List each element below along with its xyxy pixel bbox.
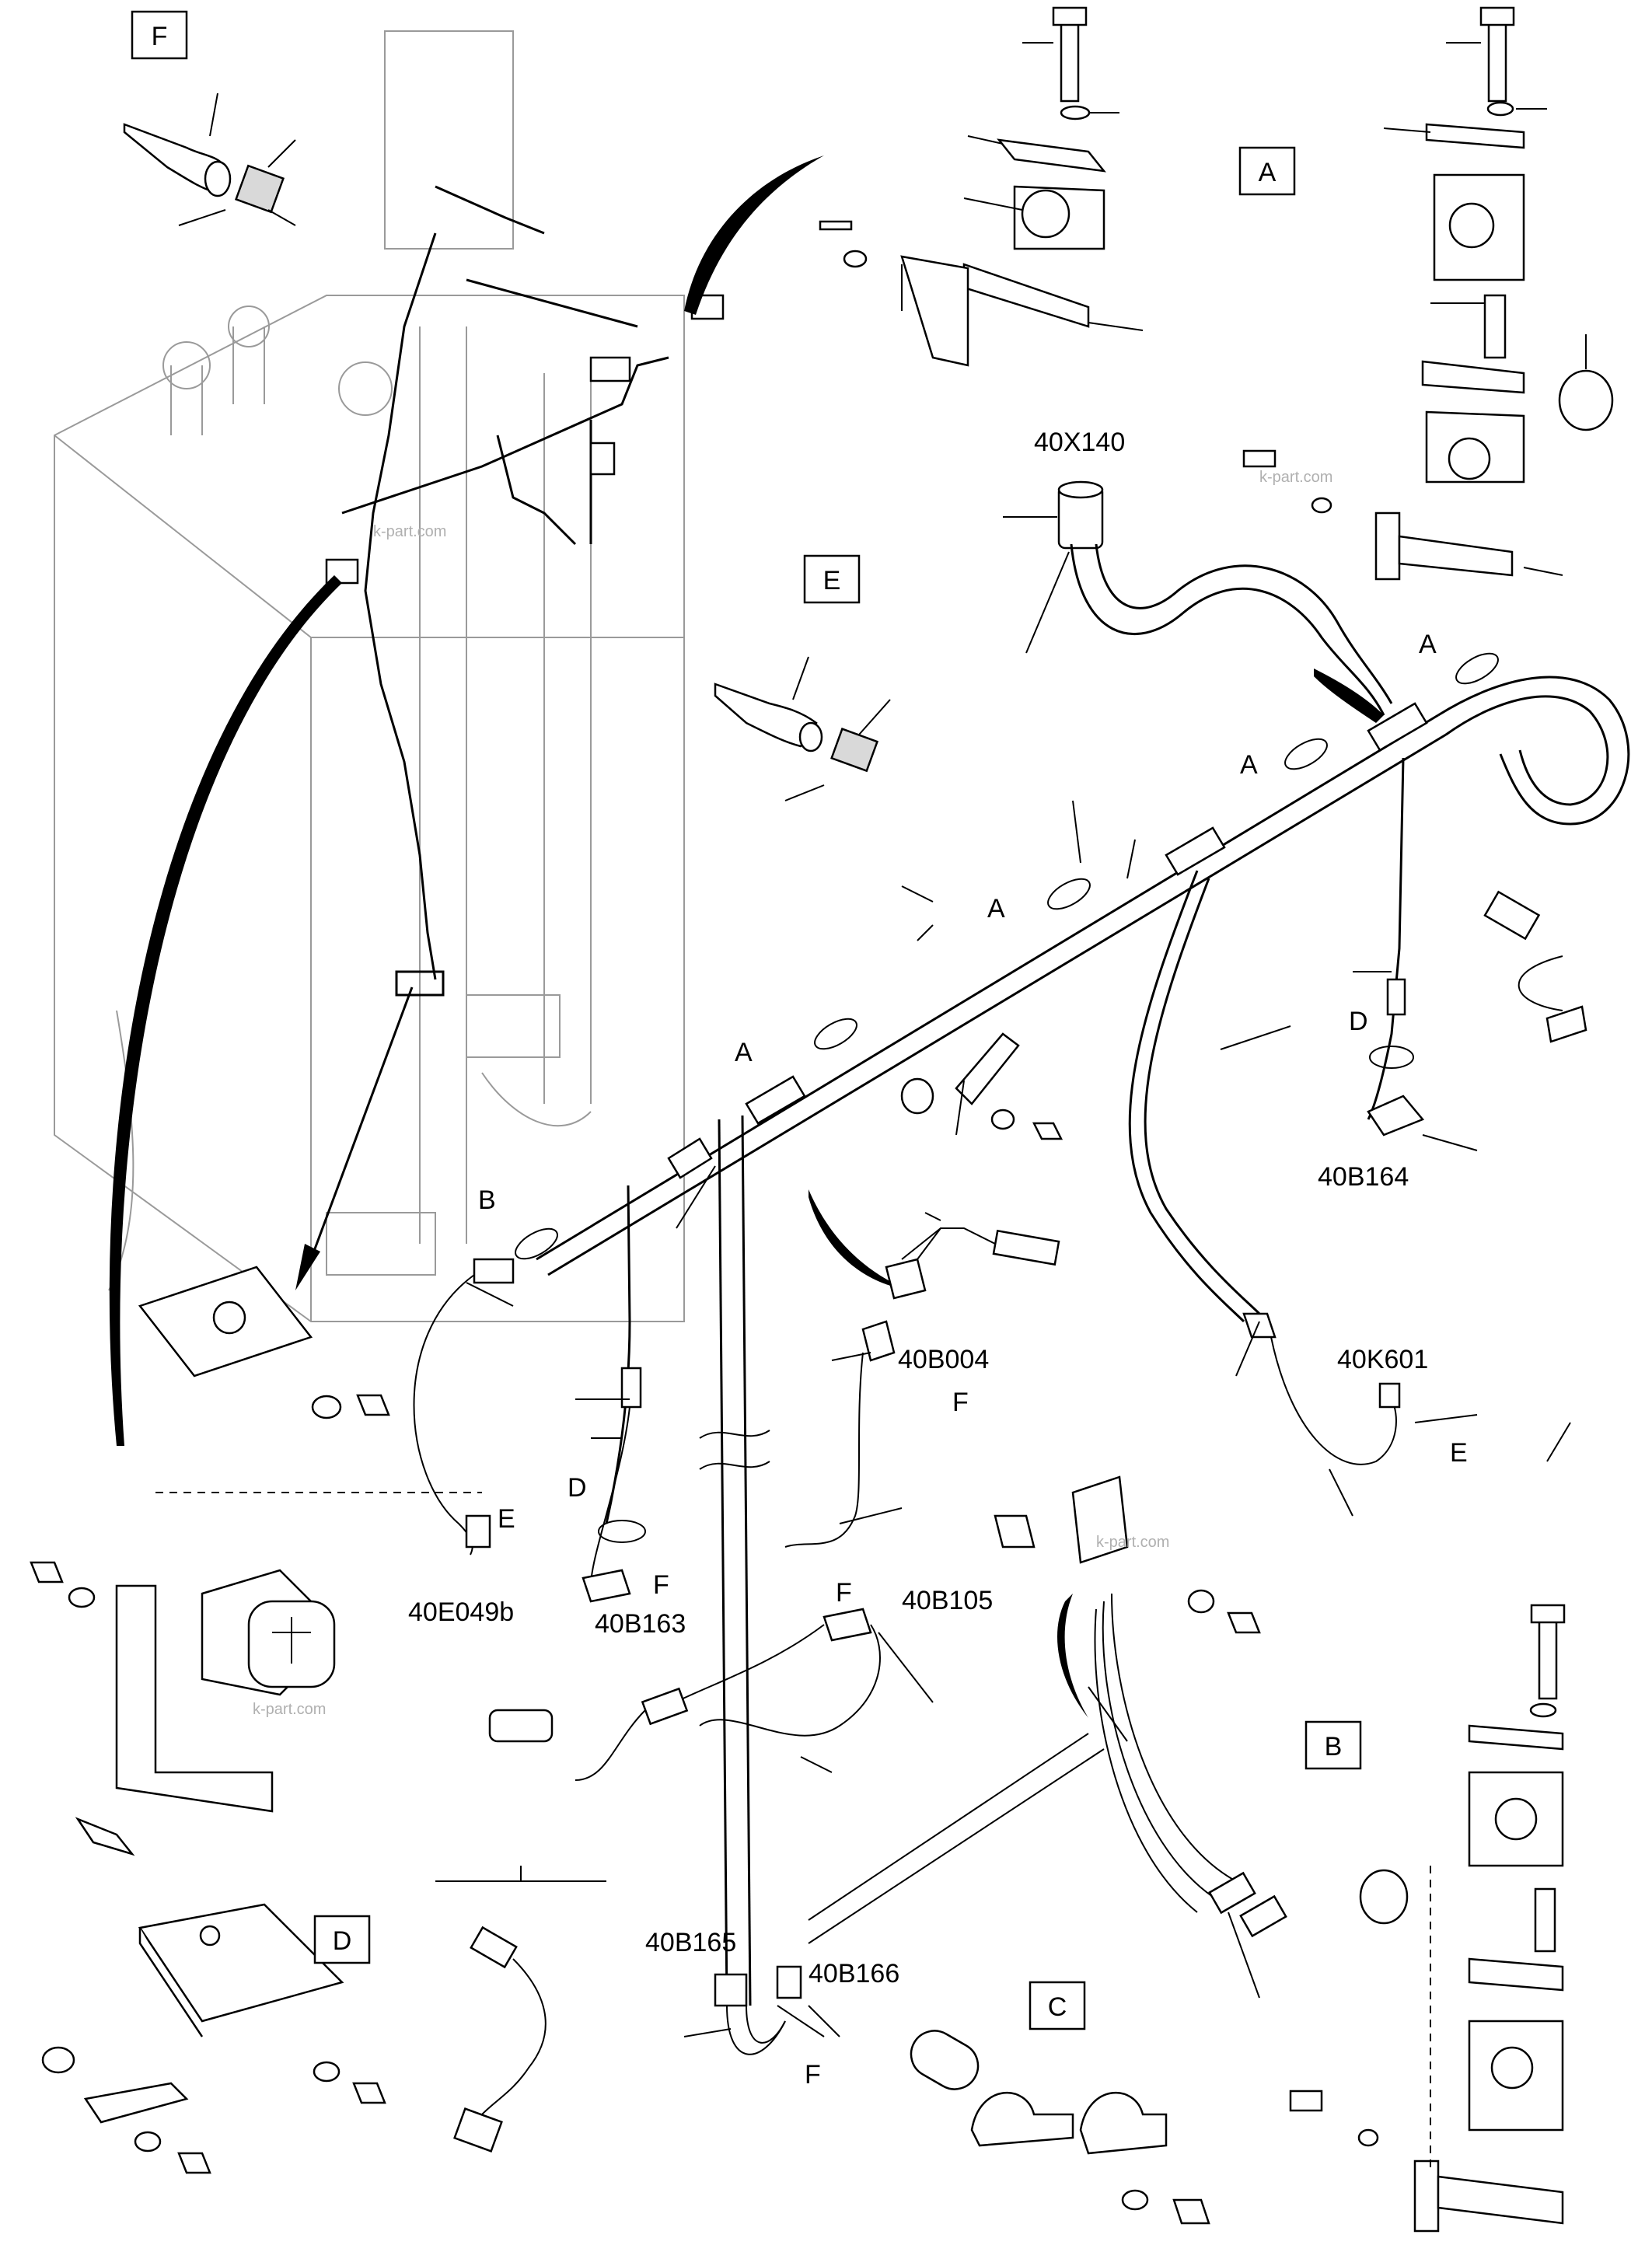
callout-e-2: E	[498, 1504, 515, 1534]
callout-d-1: D	[1349, 1007, 1368, 1036]
callout-a-2: A	[1240, 750, 1258, 780]
temperature-sensor	[435, 1866, 606, 2153]
callout-e-1: E	[1450, 1438, 1468, 1468]
watermark-2: k-part.com	[373, 523, 446, 540]
callout-a-4: A	[735, 1038, 753, 1067]
callout-a-1: A	[1419, 630, 1437, 659]
detail-box-c: C	[1029, 1981, 1086, 2030]
watermark-1: k-part.com	[1259, 469, 1332, 486]
callout-b-1: B	[478, 1185, 496, 1215]
detail-box-f: F	[131, 10, 188, 60]
callout-f-3: F	[836, 1578, 852, 1608]
detail-c-clips	[910, 2030, 1210, 2225]
callout-d-2: D	[568, 1473, 587, 1503]
detail-box-a: A	[1238, 146, 1296, 196]
detail-letter-f: F	[152, 22, 168, 51]
callout-f-1: F	[952, 1388, 969, 1417]
detail-box-b: B	[1304, 1720, 1362, 1770]
main-harness	[413, 652, 1630, 2055]
work-lamp	[115, 1492, 482, 1813]
label-40b164: 40B164	[1318, 1162, 1409, 1192]
mounting-hardware	[808, 1032, 1287, 1944]
label-40b163: 40B163	[595, 1609, 686, 1639]
light-bracket	[30, 1266, 390, 1608]
pointer-arrows	[109, 155, 1384, 1718]
watermark-3: k-part.com	[1096, 1534, 1169, 1551]
watermark-4: k-part.com	[253, 1701, 326, 1718]
clamp-assembly-top-left	[819, 6, 1144, 367]
detail-box-d: D	[313, 1915, 371, 1964]
detail-e-connector	[714, 656, 891, 801]
label-40x140: 40X140	[1034, 428, 1125, 457]
detail-letter-e: E	[823, 566, 841, 595]
label-40k601: 40K601	[1337, 1345, 1428, 1374]
label-40b166: 40B166	[809, 1959, 899, 1988]
detail-letter-d: D	[333, 1926, 352, 1956]
detail-d-bracket	[41, 1817, 386, 2174]
leader-lines	[466, 800, 1571, 2037]
detail-letter-b: B	[1325, 1732, 1343, 1761]
label-40b004: 40B004	[898, 1345, 989, 1374]
detail-box-e: E	[803, 554, 861, 604]
callout-f-4: F	[805, 2060, 821, 2090]
detail-letter-a: A	[1259, 158, 1277, 187]
label-40b105: 40B105	[902, 1586, 993, 1615]
label-40e049b: 40E049b	[408, 1597, 514, 1627]
detail-f-connector	[123, 93, 296, 226]
clamp-assembly-bottom-right	[1289, 1604, 1566, 2233]
machine-harness	[325, 185, 725, 997]
machine-outline	[54, 30, 685, 1322]
label-40b165: 40B165	[645, 1928, 736, 1957]
connector-40x140	[1003, 480, 1393, 716]
detail-letter-c: C	[1048, 1992, 1067, 2022]
clamp-assembly-top-right	[1242, 6, 1614, 581]
callout-a-3: A	[987, 894, 1005, 924]
callout-f-2: F	[653, 1570, 669, 1600]
